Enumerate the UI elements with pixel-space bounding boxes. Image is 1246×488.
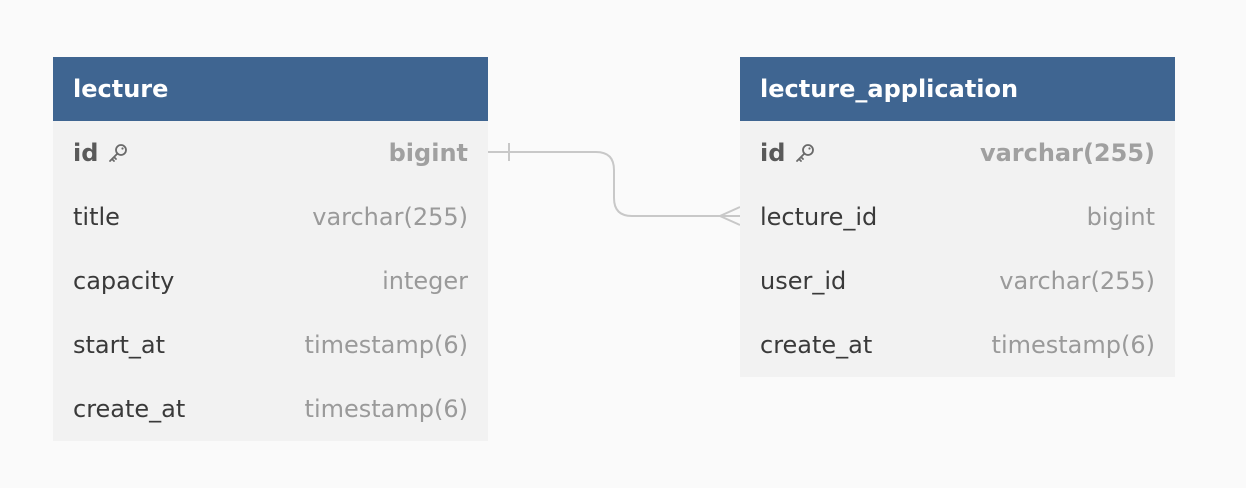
column-name: capacity [73, 267, 175, 295]
key-icon [796, 144, 815, 162]
column-type: bigint [388, 139, 468, 167]
table-header[interactable]: lecture_application [740, 57, 1175, 121]
column-type: timestamp(6) [304, 331, 468, 359]
table-row[interactable]: capacity integer [53, 249, 488, 313]
column-type: integer [382, 267, 468, 295]
table-row[interactable]: id bigint [53, 121, 488, 185]
table-row[interactable]: title varchar(255) [53, 185, 488, 249]
column-name-text: id [760, 139, 786, 167]
table-row[interactable]: start_at timestamp(6) [53, 313, 488, 377]
table-row[interactable]: lecture_id bigint [740, 185, 1175, 249]
table-row[interactable]: create_at timestamp(6) [740, 313, 1175, 377]
column-name: user_id [760, 267, 847, 295]
relationship-line [488, 151, 740, 217]
column-type: varchar(255) [312, 203, 468, 231]
column-name: title [73, 203, 120, 231]
many-cardinality-marker [717, 206, 741, 226]
table-row[interactable]: user_id varchar(255) [740, 249, 1175, 313]
column-name: id [760, 139, 817, 167]
column-type: varchar(255) [979, 139, 1155, 167]
table-row[interactable]: id varchar(255) [740, 121, 1175, 185]
column-name: id [73, 139, 130, 167]
column-type: bigint [1086, 203, 1155, 231]
column-name-text: id [73, 139, 99, 167]
column-type: varchar(255) [999, 267, 1155, 295]
column-type: timestamp(6) [304, 395, 468, 423]
column-name: create_at [760, 331, 873, 359]
table-row[interactable]: create_at timestamp(6) [53, 377, 488, 441]
key-icon [109, 144, 128, 162]
column-name: create_at [73, 395, 186, 423]
table-lecture-application[interactable]: lecture_application id varchar(255) lect… [740, 57, 1175, 377]
table-lecture[interactable]: lecture id bigint title varchar(255) cap… [53, 57, 488, 441]
column-name: lecture_id [760, 203, 878, 231]
column-name: start_at [73, 331, 166, 359]
table-header[interactable]: lecture [53, 57, 488, 121]
column-type: timestamp(6) [991, 331, 1155, 359]
